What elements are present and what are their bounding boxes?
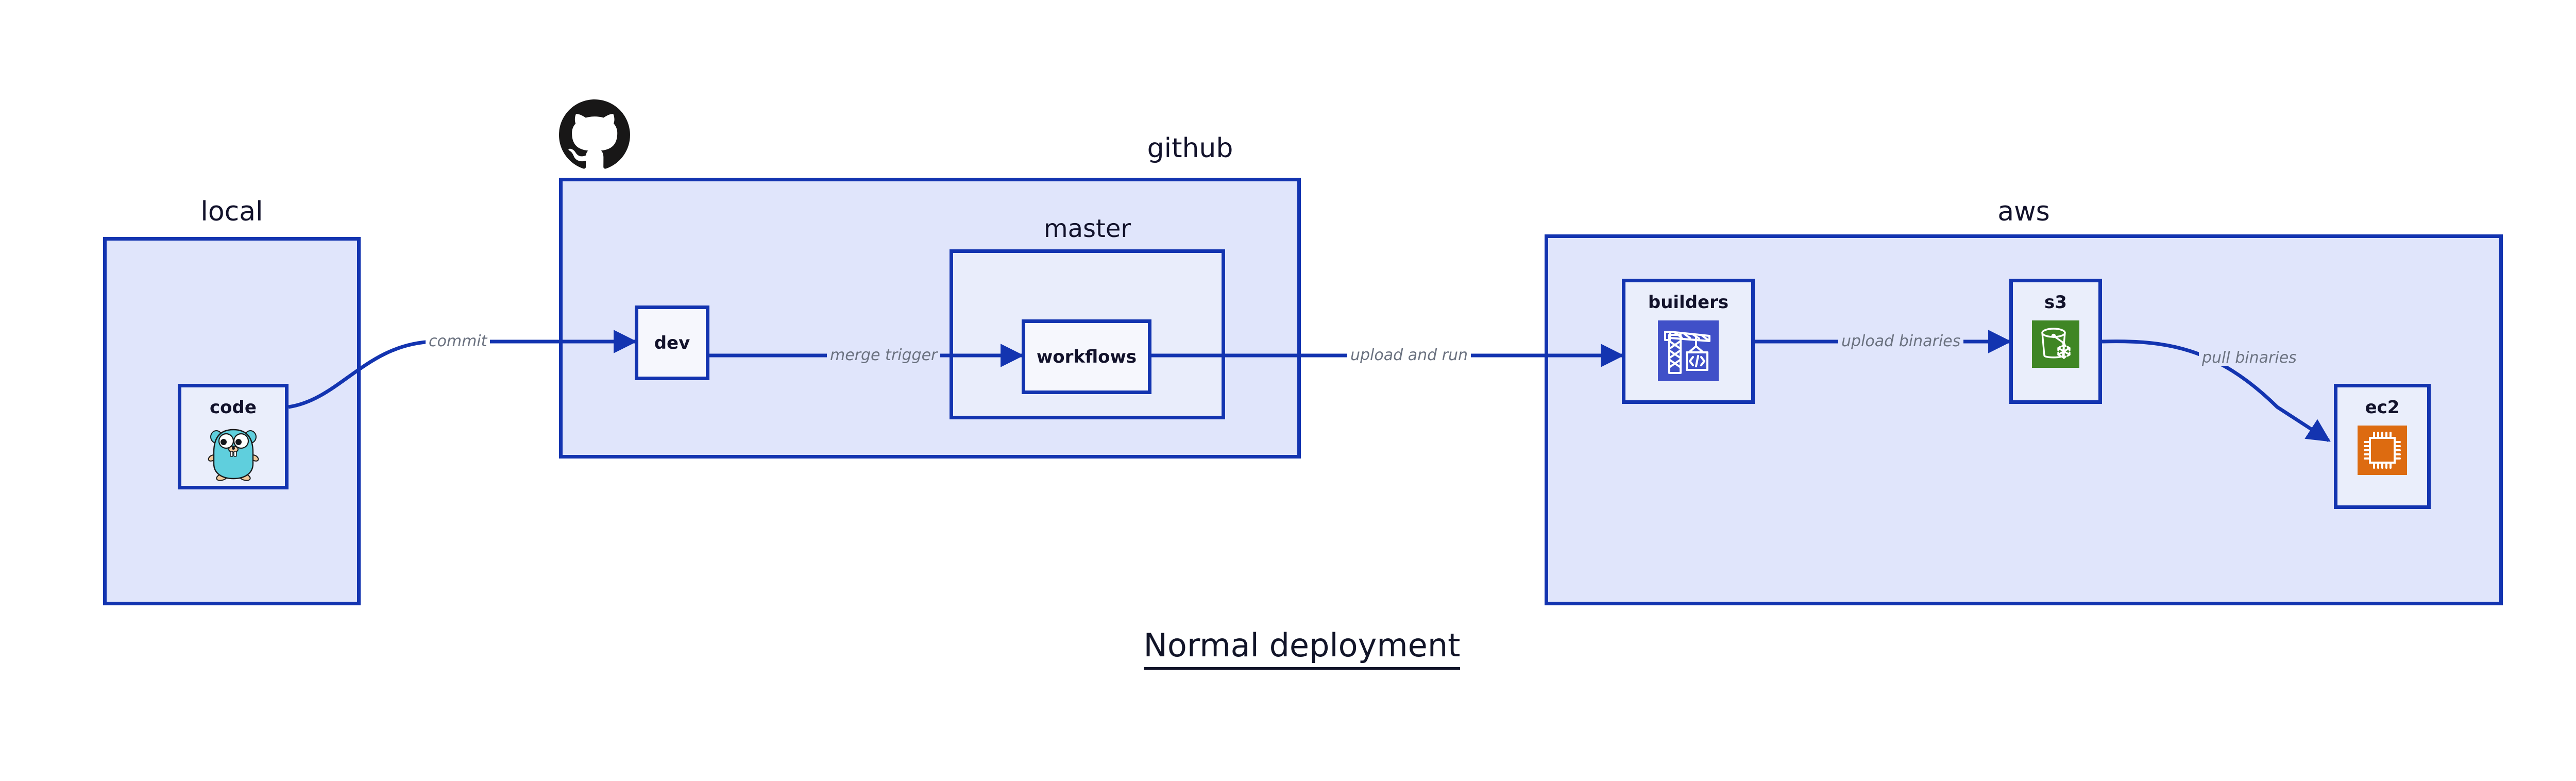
node-code[interactable]: code [178, 384, 289, 489]
group-label-github: github [1147, 133, 1233, 164]
node-label-s3: s3 [2044, 292, 2067, 313]
node-label-ec2: ec2 [2365, 397, 2400, 418]
node-label-workflows: workflows [1036, 346, 1137, 367]
node-s3[interactable]: s3 [2009, 279, 2102, 404]
node-workflows[interactable]: workflows [1022, 319, 1151, 394]
node-label-dev: dev [654, 332, 690, 353]
aws-codebuild-icon [1658, 320, 1719, 381]
edge-label-merge-trigger: merge trigger [827, 348, 941, 363]
group-label-aws: aws [1997, 196, 2050, 227]
group-label-master: master [1043, 214, 1131, 243]
node-label-builders: builders [1648, 292, 1729, 313]
edge-label-upload-binaries: upload binaries [1838, 334, 1964, 349]
go-gopher-icon [207, 426, 260, 481]
github-octocat-icon [559, 99, 630, 169]
aws-s3-glacier-icon [2032, 320, 2079, 368]
node-builders[interactable]: builders [1622, 279, 1755, 404]
diagram-title: Normal deployment [0, 626, 2576, 670]
edge-label-pull-binaries: pull binaries [2199, 350, 2300, 366]
node-label-code: code [210, 397, 257, 418]
edge-label-upload-and-run: upload and run [1347, 348, 1471, 363]
aws-ec2-icon [2358, 426, 2407, 475]
node-ec2[interactable]: ec2 [2334, 384, 2431, 509]
edge-label-commit: commit [426, 334, 490, 349]
diagram-title-text: Normal deployment [1143, 626, 1461, 670]
group-label-local: local [200, 196, 263, 227]
node-dev[interactable]: dev [635, 305, 709, 380]
